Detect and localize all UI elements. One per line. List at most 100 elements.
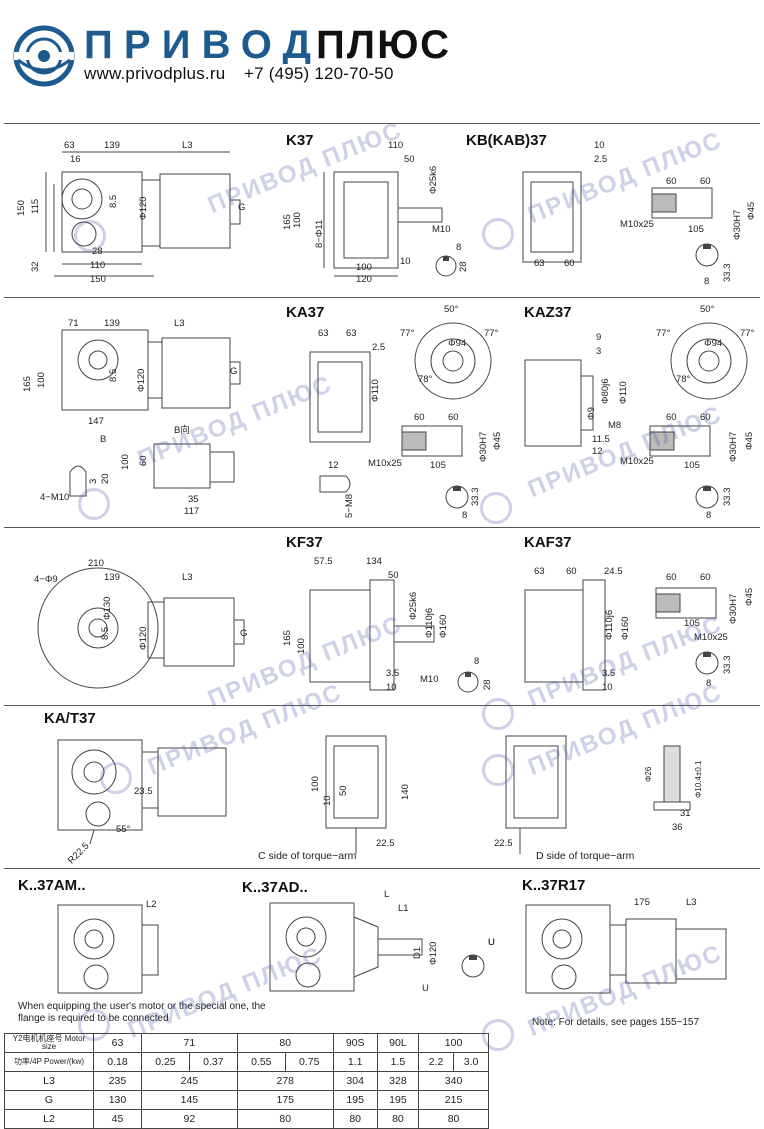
dimension-label: 140: [400, 784, 411, 800]
brand-logo: [10, 22, 78, 90]
header-phone[interactable]: +7 (495) 120-70-50: [244, 64, 394, 83]
kaf37-key-section: [694, 650, 720, 676]
dimension-label: 77°: [484, 328, 499, 339]
svg-text:ПРИВОД: ПРИВОД: [84, 24, 314, 64]
dimension-label: G: [230, 366, 238, 377]
dimension-label: 210: [88, 558, 104, 569]
dimension-label: 9: [596, 332, 602, 343]
dimension-label: 8: [456, 242, 462, 253]
dimension-label: 12: [592, 446, 603, 457]
table-cell: 71: [140, 1033, 238, 1053]
ka37-bolt-drawing: [316, 472, 356, 496]
table-cell: 304: [332, 1071, 378, 1091]
svg-text:ПЛЮС: ПЛЮС: [316, 24, 452, 64]
dimension-label: Φ120: [138, 196, 149, 220]
dimension-label: 77°: [740, 328, 755, 339]
dimension-label: 50°: [700, 304, 715, 315]
dimension-label: Φ130: [102, 596, 113, 620]
dimension-label: 150: [16, 200, 27, 216]
dimension-label: 50: [388, 570, 399, 581]
dimension-label: 28: [92, 246, 103, 257]
dimension-label: B: [100, 434, 107, 445]
dimension-label: Φ30H7: [728, 431, 739, 462]
panel-k37: K37 KB(KAB)37 63 139 L3 16 150 115 8.5 Φ…: [4, 116, 760, 298]
dimension-label: 100: [292, 212, 303, 228]
table-cell: [489, 1072, 760, 1091]
dimension-label: U: [488, 937, 495, 948]
dimension-label: Φ45: [746, 201, 757, 220]
dimension-label: 60: [566, 566, 577, 577]
dimension-label: Φ45: [492, 431, 503, 450]
dimension-label: 8.5: [100, 626, 111, 640]
title-k37: K37: [286, 132, 314, 149]
kf37-front-drawing: [304, 580, 454, 690]
dimension-label: 8.5: [108, 368, 119, 382]
dimension-label: 22.5: [494, 838, 513, 849]
dimension-label: U: [422, 983, 429, 994]
kf37-key-section: [456, 670, 480, 694]
dimension-label: 3.5: [386, 668, 400, 679]
table-cell: L2: [4, 1109, 94, 1129]
table-row: 功率/4P Power/(kw) 0.18 0.25 0.37 0.55 0.7…: [4, 1052, 760, 1072]
dimension-label: Φ25k6: [428, 165, 439, 194]
panel-k37-motors: K..37AM.. K..37AD.. K..37R17 L2 L L1 D1 …: [4, 868, 760, 1051]
title-k37am: K..37AM..: [18, 877, 86, 894]
dimension-label: 16: [70, 154, 81, 165]
dimension-label: D1: [412, 946, 423, 959]
dimension-label: L3: [182, 140, 193, 151]
ka37-side-drawing: [24, 320, 254, 420]
table-cell: 175: [236, 1090, 334, 1110]
dimension-label: 110: [388, 140, 404, 151]
title-kaz37: KAZ37: [524, 304, 572, 321]
dimension-label: 60: [666, 176, 677, 187]
dimension-label: 105: [430, 460, 446, 471]
dimension-label: Φ80j6: [600, 378, 611, 404]
dimension-label: 20: [100, 473, 111, 484]
dimension-label: Φ120: [136, 368, 147, 392]
dimension-label: 78°: [676, 374, 691, 385]
dimension-label: 23.5: [134, 786, 153, 797]
dimension-label: 147: [88, 416, 104, 427]
title-kf37: KF37: [286, 534, 323, 551]
table-cell: 235: [93, 1071, 142, 1091]
dimension-label: R22.5: [65, 840, 92, 867]
dimension-label: 105: [688, 224, 704, 235]
dimension-label: 110: [90, 260, 106, 271]
dimension-label: 10: [400, 256, 411, 267]
dimension-label: 60: [414, 412, 425, 423]
dimension-label: 28: [482, 679, 493, 690]
dimension-label: 31: [680, 808, 691, 819]
ka37-shaft-drawing: [396, 422, 496, 462]
kb37-key-section: [694, 242, 720, 268]
dimension-label: Φ94: [704, 338, 723, 349]
dimension-label: 8: [706, 510, 712, 521]
dimension-label: Φ110: [370, 379, 381, 402]
watermark-logo-6: [100, 762, 132, 794]
dimension-label: 35: [188, 494, 199, 505]
motor-size-label: Y2电机机座号 Motor size: [4, 1033, 94, 1053]
dimension-label: 139: [104, 572, 120, 583]
dimension-label: 32: [30, 261, 41, 272]
dimension-label: 60: [700, 176, 711, 187]
note-details-pages: Note: For details, see pages 155−157: [532, 1017, 700, 1028]
dimension-label: Φ9: [586, 407, 597, 420]
table-cell: 3.0: [453, 1052, 489, 1072]
panel-kf37: KF37 KAF37 4−Φ9 210 139 L3 Φ130 8.5 Φ120…: [4, 527, 760, 730]
dimension-label: 165: [282, 630, 293, 646]
dimension-label: 3: [596, 346, 602, 357]
table-cell: 130: [93, 1090, 142, 1110]
dimension-label: 115: [30, 198, 41, 214]
dimension-label: 60: [700, 572, 711, 583]
panel-ka37: KA37 KAZ37 71 139 L3 165 100 8.5 Φ120 G …: [4, 297, 760, 528]
dimension-label: Φ30H7: [478, 431, 489, 462]
table-cell: 100: [418, 1033, 489, 1053]
dimension-label: 63: [534, 258, 545, 269]
dimension-label: 24.5: [604, 566, 623, 577]
kf37-side-drawing: [24, 562, 264, 692]
watermark-logo-4: [480, 492, 512, 524]
header-website[interactable]: www.privodplus.ru: [84, 64, 226, 83]
dimension-label: M10x25: [620, 456, 654, 467]
dimension-label: 63: [346, 328, 357, 339]
dimension-label: Φ110: [618, 381, 629, 404]
table-cell: [489, 1034, 760, 1053]
